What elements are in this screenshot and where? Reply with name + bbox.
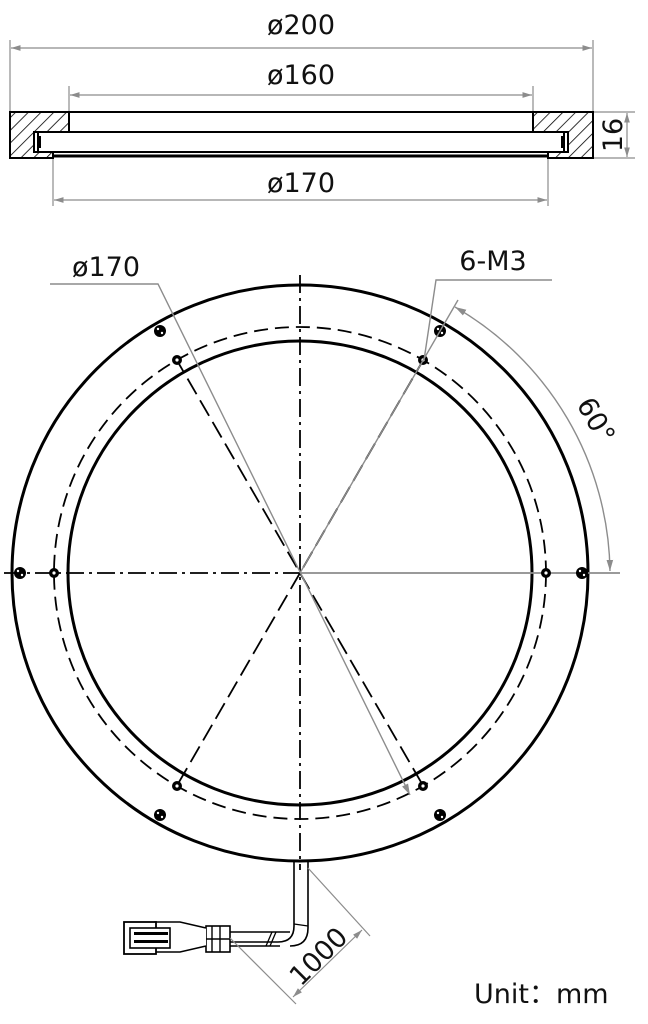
dim-angle: 60° [570,392,621,449]
dim-groove-diameter: ø170 [267,168,335,199]
outer-mount-holes [14,325,588,821]
dim-outer-diameter: ø200 [267,10,335,41]
dim-holes: 6-M3 [459,246,526,277]
dim-height: 16 [598,118,629,152]
plan-view: ø170 6-M3 60° [4,246,621,870]
section-view: ø200 ø160 ø170 16 [9,10,635,206]
unit-label: Unit：mm [474,979,609,1010]
dim-cable-length: 1000 [284,922,355,993]
dim-inner-diameter: ø160 [267,60,335,91]
cable-assembly: 1000 [123,862,371,1005]
dim-hole-circle: ø170 [72,252,140,283]
